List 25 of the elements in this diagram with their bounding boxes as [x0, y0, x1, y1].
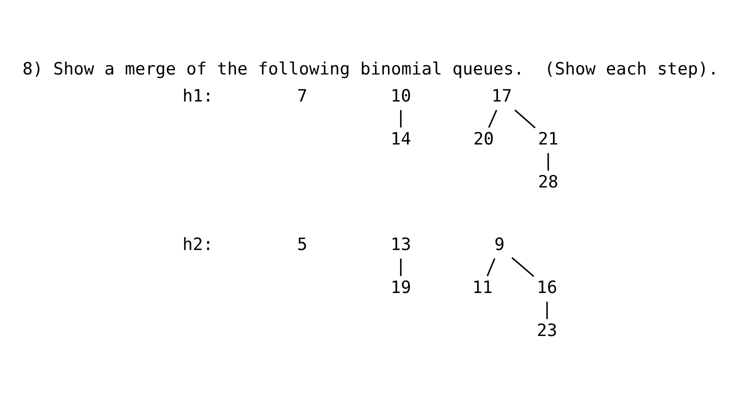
- node-text: 9: [494, 234, 504, 255]
- node-text: 11: [472, 278, 492, 298]
- node-text: 20: [472, 129, 494, 150]
- node-text: 16: [536, 278, 557, 298]
- connector: [400, 258, 402, 276]
- connector: [510, 257, 534, 277]
- label: h1:: [182, 86, 213, 106]
- connector: [546, 302, 548, 320]
- diagram-title: 8) Show a merge of the following binomial queues. (Show each step).: [22, 60, 718, 80]
- connector: [400, 110, 402, 128]
- node-text: 13: [390, 234, 411, 255]
- connector: [486, 258, 495, 276]
- node-text: 10: [390, 86, 411, 106]
- node-text: 17: [490, 86, 512, 106]
- node-text: 28: [537, 172, 558, 192]
- connector: [514, 110, 536, 128]
- node-text: 19: [390, 278, 411, 298]
- node-text: 23: [536, 320, 557, 341]
- connector: [488, 110, 497, 128]
- label: h2:: [182, 234, 213, 255]
- node-text: 14: [390, 129, 411, 150]
- node-text: 21: [537, 129, 558, 150]
- connector: [546, 153, 548, 171]
- node-text: 5: [296, 234, 307, 255]
- node-text: 7: [296, 86, 307, 106]
